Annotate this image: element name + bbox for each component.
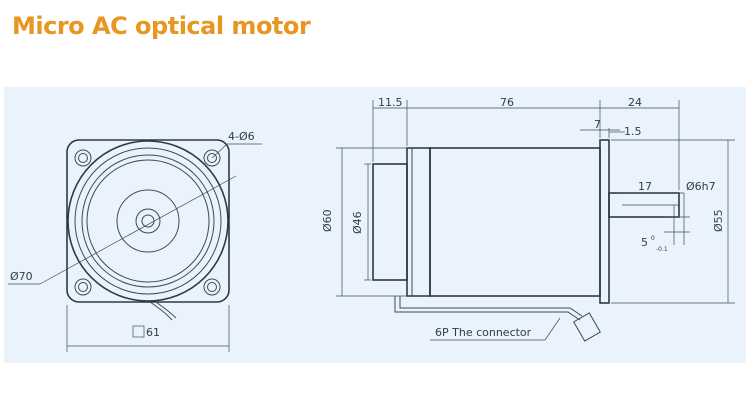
- dim-5: 5: [641, 236, 648, 249]
- mount-hole-inner: [78, 153, 88, 163]
- shaft-circle: [141, 214, 155, 228]
- rear-hub: [372, 163, 408, 281]
- connector-leader: [544, 317, 561, 341]
- connector-cable: [399, 296, 583, 317]
- drawing-panel: [4, 87, 746, 363]
- mount-hole-inner: [207, 282, 217, 292]
- front-view: [8, 139, 262, 352]
- holes-label: 4-Ø6: [228, 130, 255, 143]
- mount-hole: [74, 278, 92, 296]
- side-view: [336, 100, 735, 342]
- inner-circle-2: [86, 159, 210, 283]
- front-flange: [66, 139, 230, 303]
- hole-leader: [211, 143, 228, 159]
- mount-hole-inner: [207, 153, 217, 163]
- boss-circle: [116, 189, 180, 253]
- diameter-leader: [39, 175, 237, 285]
- dim-24: 24: [628, 96, 642, 109]
- shaft-diameter: Ø6h7: [686, 180, 716, 193]
- mount-hole: [203, 278, 221, 296]
- dim-55: Ø55: [712, 209, 725, 232]
- body-circle: [67, 140, 229, 302]
- mount-hole: [203, 149, 221, 167]
- connector-block: [573, 312, 601, 342]
- cable: [155, 301, 177, 319]
- square-symbol: [132, 325, 145, 338]
- mount-hole-inner: [78, 282, 88, 292]
- dim-11-5: 11.5: [378, 96, 403, 109]
- dim-76: 76: [500, 96, 514, 109]
- dim-7: 7: [594, 118, 601, 131]
- dim-1-5: 1.5: [624, 125, 642, 138]
- page-title: Micro AC optical motor: [12, 12, 311, 40]
- flange-circle: [74, 147, 222, 295]
- connector-label: 6P The connector: [435, 326, 532, 339]
- tolerance-upper: 0: [651, 235, 655, 242]
- mount-hole: [74, 149, 92, 167]
- connector-cable: [394, 296, 581, 321]
- tolerance-lower: -0.1: [656, 246, 668, 253]
- inner-circle: [81, 154, 215, 288]
- dim-17: 17: [638, 180, 652, 193]
- dim-46: Ø46: [351, 211, 364, 234]
- diameter-label: Ø70: [10, 270, 33, 283]
- dim-60: Ø60: [321, 209, 334, 232]
- flange-plate: [599, 139, 610, 304]
- motor-body: [429, 147, 601, 297]
- rear-cap: [406, 147, 431, 297]
- square-label: 61: [146, 326, 160, 339]
- cable: [149, 301, 173, 321]
- hub-circle: [135, 208, 161, 234]
